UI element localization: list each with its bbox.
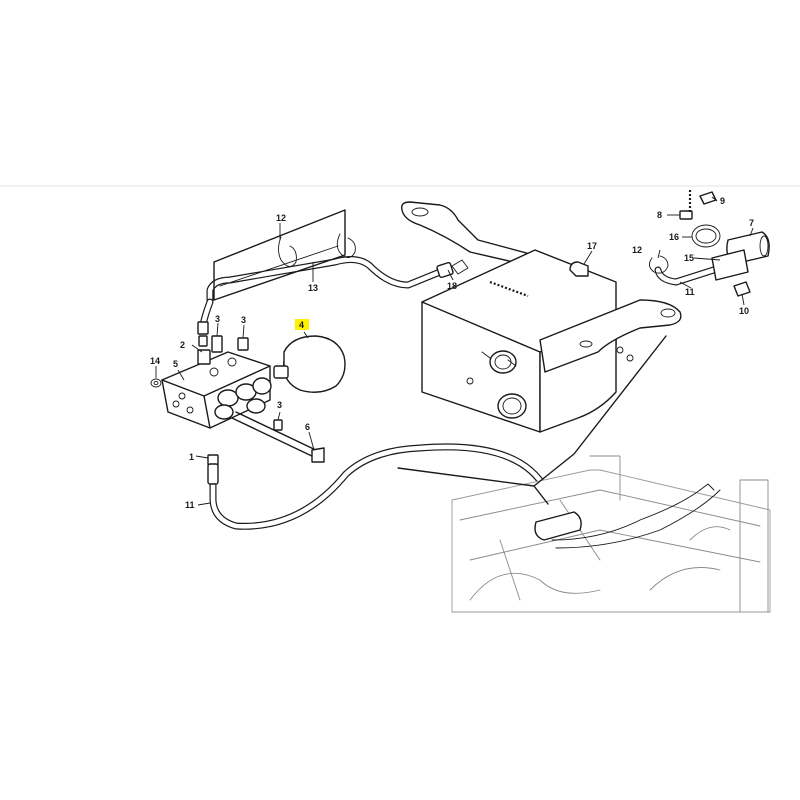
callout-13: 13 (308, 283, 318, 293)
callout-1: 1 (189, 452, 194, 462)
callout-18: 18 (447, 281, 457, 291)
callout-3-left: 3 (215, 314, 220, 324)
hose-assembly-lower (207, 443, 550, 530)
callout-3-mid: 3 (241, 315, 246, 325)
machine-frame (451, 455, 771, 613)
callout-10: 10 (739, 306, 749, 316)
leader-lines (155, 196, 754, 506)
protective-sleeve (213, 209, 356, 301)
callout-11-lower: 11 (185, 500, 195, 510)
hose-to-valve (197, 298, 214, 347)
callout-4: 4 (299, 320, 304, 330)
right-valve-group (649, 190, 770, 297)
hydraulic-tank (400, 201, 682, 433)
callout-7: 7 (749, 218, 754, 228)
callout-16: 16 (669, 232, 679, 242)
callout-14: 14 (150, 356, 160, 366)
callout-17: 17 (587, 241, 597, 251)
callout-2: 2 (180, 340, 185, 350)
callout-9: 9 (720, 196, 725, 206)
callout-labels: 12 13 18 17 12 15 11 9 8 16 7 10 2 3 3 4… (150, 196, 754, 510)
callout-6: 6 (305, 422, 310, 432)
callout-12-right: 12 (632, 245, 642, 255)
callout-12-upper: 12 (276, 213, 286, 223)
callout-5: 5 (173, 359, 178, 369)
callout-8: 8 (657, 210, 662, 220)
valve-block (150, 335, 325, 463)
callout-15: 15 (684, 253, 694, 263)
accumulator (273, 335, 346, 393)
hose-assembly-upper (206, 256, 469, 304)
callout-11-right: 11 (685, 287, 695, 297)
callout-4-highlight (295, 319, 309, 330)
callout-3-right: 3 (277, 400, 282, 410)
detail-pointer (397, 335, 667, 505)
